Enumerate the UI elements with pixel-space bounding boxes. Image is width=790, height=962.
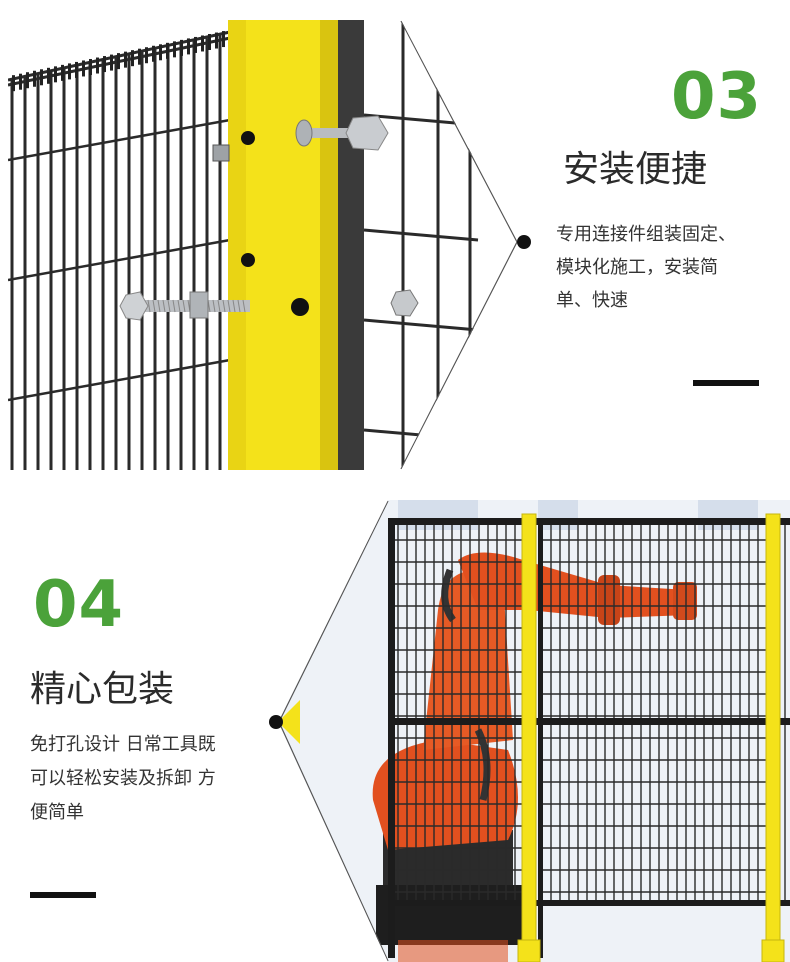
feature-section-easy-install: 03 安装便捷 专用连接件组装固定、 模块化施工，安装简 单、快速	[0, 0, 790, 480]
feature-title: 精心包装	[30, 669, 175, 710]
decorative-underline-bar	[30, 892, 96, 898]
decorative-underline-bar	[693, 380, 759, 386]
fence-bolt-illustration	[8, 20, 479, 470]
feature-section-careful-packaging: 04 精心包装 免打孔设计 日常工具既 可以轻松安装及拆卸 方 便简单	[0, 480, 790, 962]
feature-number: 04	[33, 568, 125, 642]
yellow-post	[228, 20, 338, 470]
robot-cell-illustration	[278, 500, 790, 962]
description-line: 模块化施工，安装简	[556, 257, 718, 278]
robot-fence-image	[278, 500, 790, 962]
description-line: 便简单	[30, 802, 84, 823]
feature-number: 03	[670, 60, 762, 134]
upper-bolt	[212, 115, 389, 162]
description-line: 单、快速	[556, 290, 628, 311]
fence-bolt-closeup-image	[8, 20, 518, 470]
description-line: 专用连接件组装固定、	[556, 224, 736, 245]
post-channel	[338, 20, 364, 470]
yellow-fence-posts	[517, 513, 785, 962]
description-line: 可以轻松安装及拆卸 方	[30, 768, 216, 789]
feature-title: 安装便捷	[563, 149, 708, 190]
fence-frame	[388, 518, 790, 958]
feature-description: 免打孔设计 日常工具既 可以轻松安装及拆卸 方 便简单	[30, 728, 270, 830]
frame-dot-icon	[269, 715, 283, 729]
description-line: 免打孔设计 日常工具既	[30, 734, 216, 755]
feature-description: 专用连接件组装固定、 模块化施工，安装简 单、快速	[556, 218, 771, 317]
frame-dot-icon	[517, 235, 531, 249]
